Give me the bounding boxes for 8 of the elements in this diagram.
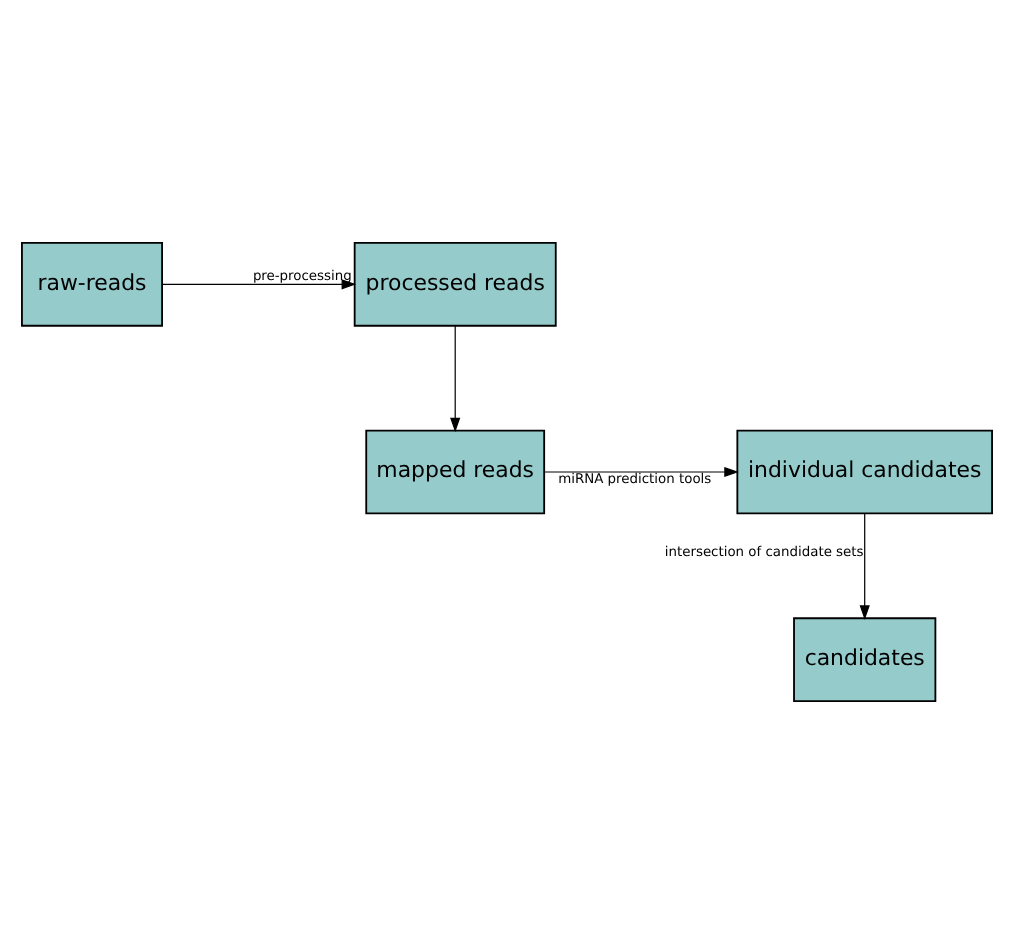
node-box: processed reads (353, 241, 557, 327)
node-box: candidates (793, 617, 937, 703)
node-box: individual candidates (736, 429, 993, 515)
arrow (543, 466, 739, 478)
arrow (450, 325, 461, 433)
arrow (859, 513, 870, 620)
node-box: mapped reads (365, 429, 546, 515)
node-box: raw-reads (21, 241, 163, 327)
